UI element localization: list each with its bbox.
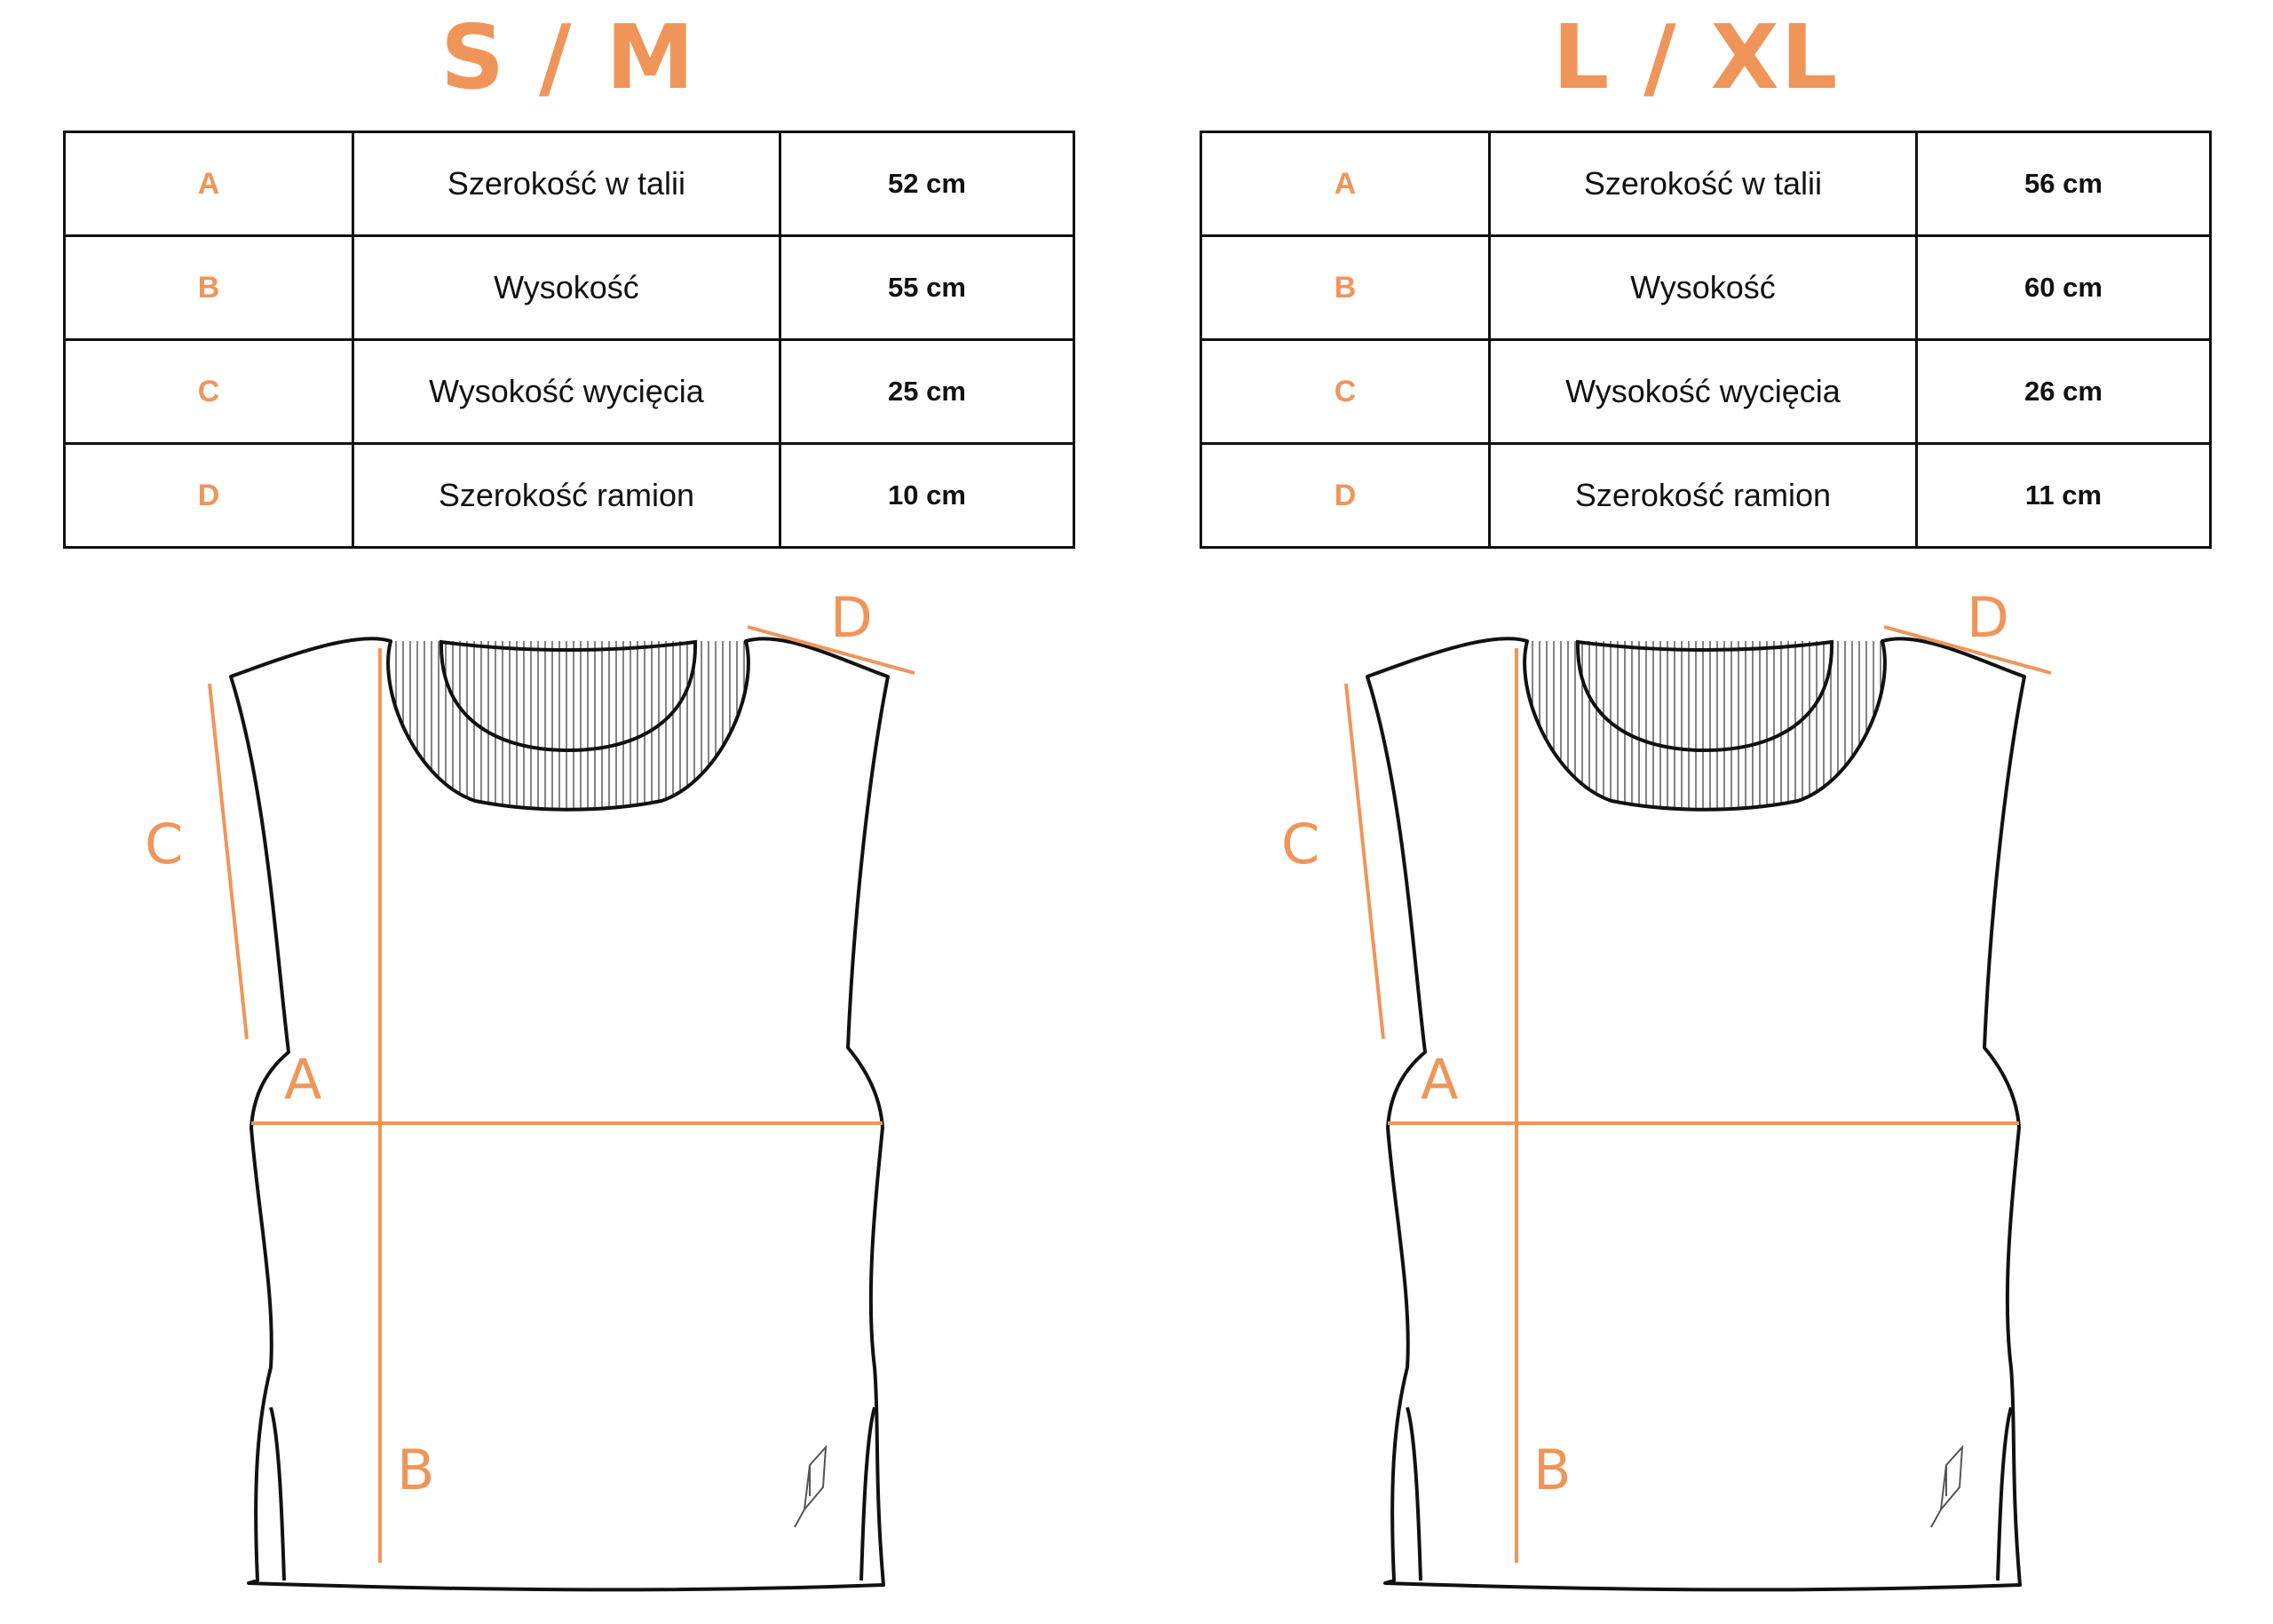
garment-diagram	[1344, 625, 2052, 1592]
measure-value: 60 cm	[1914, 234, 2213, 341]
measure-label: Szerokość ramion	[1487, 442, 1918, 549]
measure-label: Szerokość ramion	[351, 442, 781, 549]
brand-logo-icon	[1930, 1445, 1964, 1528]
measure-line-c	[1344, 683, 1385, 1040]
side-slit-right	[1996, 1406, 2013, 1581]
table-row: B Wysokość 55 cm	[63, 234, 1076, 341]
table-row: C Wysokość wycięcia 25 cm	[63, 338, 1076, 445]
measure-line-d	[1883, 625, 2052, 675]
dimension-label-a: A	[1421, 1047, 1459, 1112]
measure-key: D	[1200, 442, 1491, 549]
size-title: L / XL	[1552, 5, 1840, 109]
table-row: C Wysokość wycięcia 26 cm	[1200, 338, 2213, 445]
dimension-label-b: B	[1533, 1438, 1572, 1502]
size-table: A Szerokość w talii 56 cm B Wysokość 60 …	[1200, 131, 2213, 549]
dimension-label-d: D	[1967, 585, 2009, 650]
table-row: D Szerokość ramion 10 cm	[63, 442, 1076, 549]
measure-key: D	[63, 442, 354, 549]
measure-line-d	[747, 625, 915, 675]
dimension-label-c: C	[145, 812, 184, 876]
measure-value: 55 cm	[778, 234, 1076, 341]
measure-label: Szerokość w talii	[1487, 131, 1918, 237]
table-row: A Szerokość w talii 56 cm	[1200, 131, 2213, 237]
size-panel-s-m: S / M A Szerokość w talii 52 cm B Wysoko…	[0, 0, 1136, 1624]
dimension-label-d: D	[830, 585, 873, 650]
neckline-outer	[1523, 640, 1887, 812]
measure-value: 56 cm	[1914, 131, 2213, 237]
measure-key: C	[1200, 338, 1491, 445]
size-panel-l-xl: L / XL A Szerokość w talii 56 cm B Wysok…	[1136, 0, 2273, 1624]
side-slit-right	[859, 1406, 876, 1581]
dimension-label-c: C	[1281, 812, 1320, 876]
measure-value: 11 cm	[1914, 442, 2213, 549]
dimension-label-a: A	[284, 1047, 322, 1112]
neckline-inner	[439, 639, 698, 753]
neckline-outer	[386, 640, 750, 812]
garment-diagram	[208, 625, 915, 1592]
measure-value: 25 cm	[778, 338, 1076, 445]
side-slit-left	[1406, 1406, 1422, 1581]
measure-key: A	[63, 131, 354, 237]
measure-key: B	[63, 234, 354, 341]
measure-line-c	[208, 683, 249, 1040]
garment-outline	[1366, 637, 2026, 1592]
measure-label: Wysokość	[351, 234, 781, 341]
measure-label: Szerokość w talii	[351, 131, 781, 237]
measure-key: A	[1200, 131, 1491, 237]
measure-key: B	[1200, 234, 1491, 341]
measure-key: C	[63, 338, 354, 445]
dimension-label-b: B	[397, 1438, 435, 1502]
measure-value: 26 cm	[1914, 338, 2213, 445]
size-table: A Szerokość w talii 52 cm B Wysokość 55 …	[63, 131, 1076, 549]
measure-value: 52 cm	[778, 131, 1076, 237]
brand-logo-icon	[794, 1445, 828, 1528]
measure-label: Wysokość wycięcia	[351, 338, 781, 445]
size-title: S / M	[440, 5, 696, 109]
table-row: D Szerokość ramion 11 cm	[1200, 442, 2213, 549]
table-row: A Szerokość w talii 52 cm	[63, 131, 1076, 237]
measure-label: Wysokość	[1487, 234, 1918, 341]
neck-rib-texture	[1525, 641, 1881, 810]
neckline-inner	[1575, 639, 1834, 753]
measure-label: Wysokość wycięcia	[1487, 338, 1918, 445]
measure-value: 10 cm	[778, 442, 1076, 549]
side-slit-left	[269, 1406, 286, 1581]
garment-outline	[229, 637, 890, 1592]
table-row: B Wysokość 60 cm	[1200, 234, 2213, 341]
